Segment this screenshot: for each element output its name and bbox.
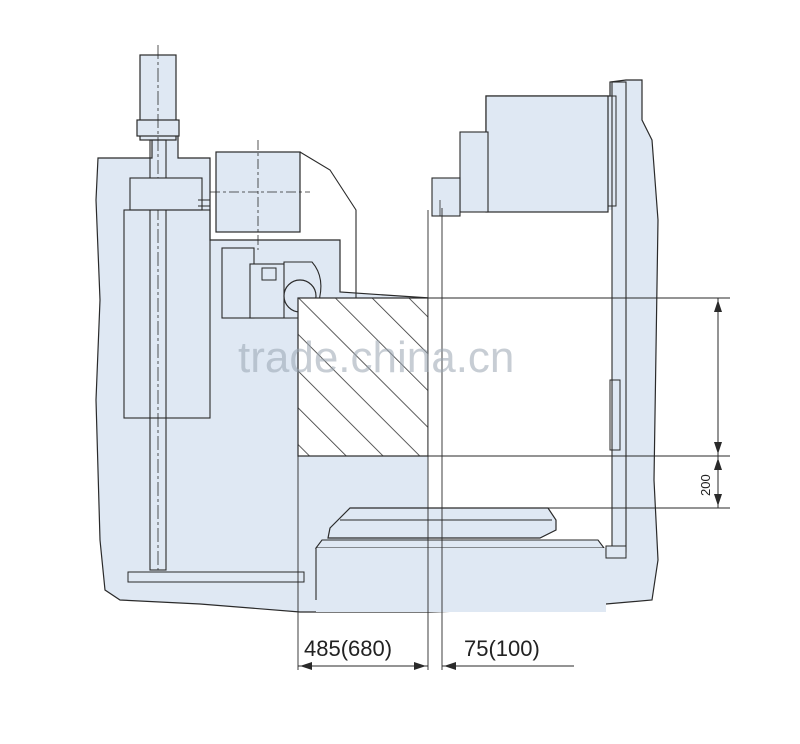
- right-column: [611, 81, 627, 553]
- right-head: [485, 95, 609, 213]
- dim-vertical-200: 200: [698, 474, 713, 496]
- vdim-arrow-bottom: [714, 494, 722, 506]
- right-head-side: [459, 131, 489, 213]
- hdim-right-arrow-start: [444, 662, 456, 670]
- vdim-arrow-mid-up: [714, 442, 722, 454]
- spindle-head-slope: [299, 151, 357, 300]
- base-plate: [127, 571, 305, 583]
- vdim-arrow-mid-down: [714, 458, 722, 470]
- right-column-rib: [609, 379, 621, 451]
- hdim-left-arrow-start: [300, 662, 312, 670]
- right-base-step: [605, 545, 627, 559]
- hdim-left-arrow-end: [414, 662, 426, 670]
- left-bracket: [129, 177, 203, 211]
- left-carriage: [123, 209, 211, 419]
- work-area-white: [428, 210, 612, 550]
- tool-holder-block: [221, 247, 255, 319]
- dim-horizontal-right: 75(100): [464, 636, 540, 661]
- column-shaft: [149, 139, 167, 571]
- right-head-knob: [431, 177, 461, 217]
- table-pedestal: [316, 548, 606, 612]
- rotary-table-base: [314, 539, 606, 549]
- dim-horizontal-left: 485(680): [304, 636, 392, 661]
- tool-holder-nut: [261, 267, 277, 281]
- watermark-text: trade.china.cn: [238, 333, 514, 382]
- hatched-work-zone-pattern: [298, 298, 428, 456]
- vdim-arrow-top: [714, 300, 722, 312]
